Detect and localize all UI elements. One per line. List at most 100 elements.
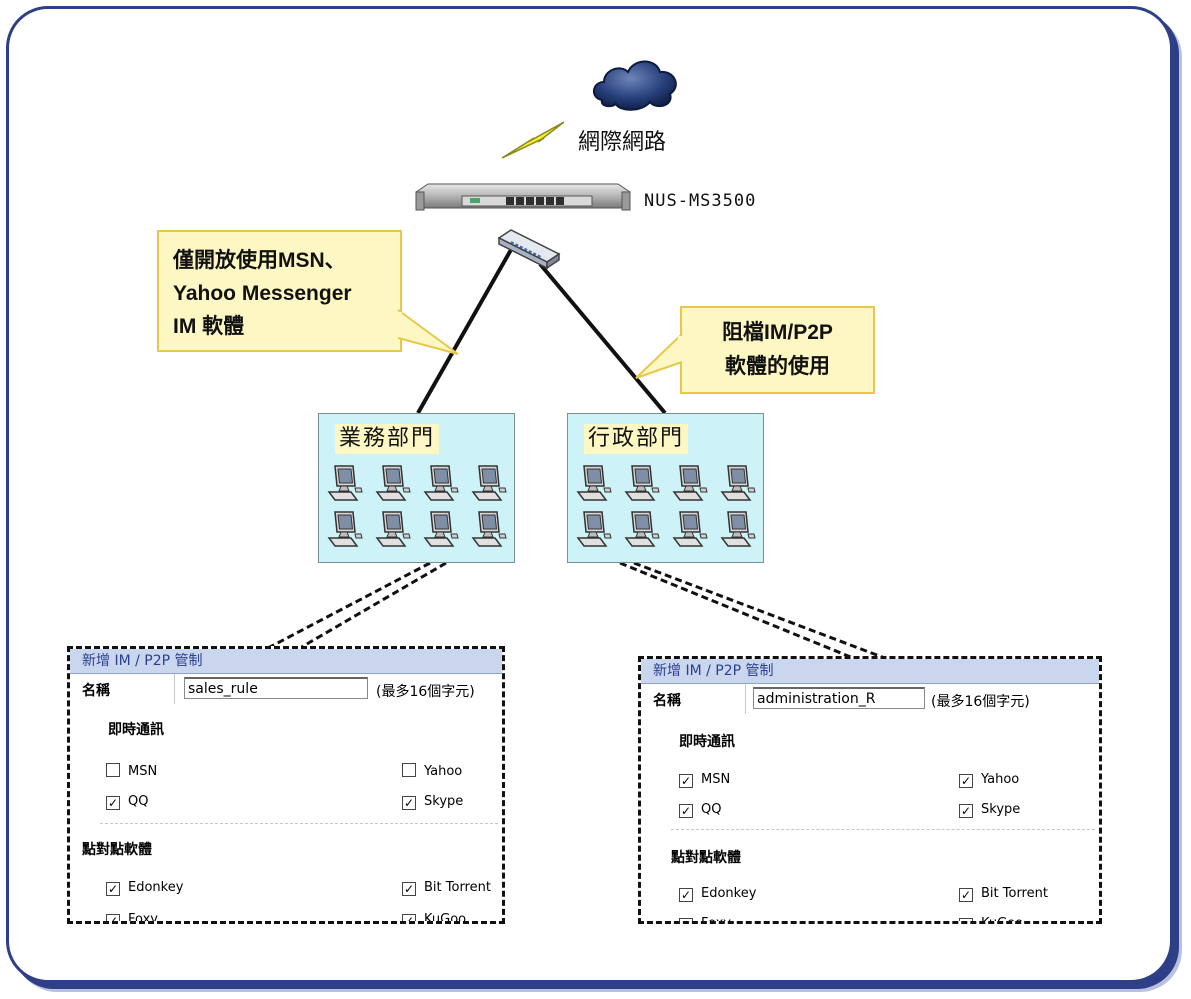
computer-icon <box>327 510 365 550</box>
computer-icon <box>375 510 413 550</box>
computer-icon <box>720 510 758 550</box>
name-hint: (最多16個字元) <box>931 694 1030 710</box>
computer-icon <box>327 464 365 504</box>
option-label: Yahoo <box>981 772 1020 787</box>
dept-admin-box: 行政部門 <box>567 413 764 563</box>
yahoo-checkbox[interactable] <box>402 763 416 777</box>
dept-sales-title: 業務部門 <box>335 424 440 454</box>
im-section-title: 即時通訊 <box>108 722 164 738</box>
option-label: Bit Torrent <box>981 886 1048 901</box>
foxy-checkbox[interactable]: ✓ <box>679 918 693 921</box>
callout-block-p2p: 阻檔IM/P2P 軟體的使用 <box>680 306 875 394</box>
dashed-link-admin-2 <box>633 561 891 662</box>
option-label: KuGoo <box>424 912 467 924</box>
option-msn[interactable]: MSN <box>106 763 157 781</box>
yahoo-checkbox[interactable]: ✓ <box>959 774 973 788</box>
option-label: Skype <box>981 802 1021 817</box>
option-label: QQ <box>701 802 722 817</box>
edonkey-checkbox[interactable]: ✓ <box>106 882 120 896</box>
computer-icon <box>624 464 662 504</box>
callout-left-tail <box>396 309 459 355</box>
option-skype[interactable]: ✓ Skype <box>959 801 1020 819</box>
foxy-checkbox[interactable]: ✓ <box>106 914 120 921</box>
p2p-section-title: 點對點軟體 <box>82 842 152 858</box>
option-bittorrent[interactable]: ✓Bit Torrent <box>402 879 491 897</box>
option-bittorrent[interactable]: ✓ Bit Torrent <box>959 885 1048 903</box>
computer-icon <box>471 464 509 504</box>
cloud-icon <box>593 60 677 111</box>
device-label: NUS-MS3500 <box>644 191 757 211</box>
panel-header: 新增 IM / P2P 管制 <box>641 659 1099 684</box>
panel-header: 新增 IM / P2P 管制 <box>70 649 502 674</box>
callout-left-line-2: Yahoo Messenger <box>173 282 352 305</box>
computer-icon <box>375 464 413 504</box>
wire-to-sales <box>416 247 514 414</box>
wire-to-admin <box>538 262 667 415</box>
callout-allow-im: 僅開放使用MSN、 Yahoo Messenger IM 軟體 <box>157 230 402 352</box>
firewall-device-icon <box>415 183 631 211</box>
policy-panel-sales: 新增 IM / P2P 管制 名稱 (最多16個字元) 即時通訊 MSN Yah… <box>67 646 505 924</box>
name-label: 名稱 <box>653 693 681 709</box>
option-label: Edonkey <box>701 886 757 901</box>
computer-icon <box>471 510 509 550</box>
dashed-link-admin <box>619 561 859 662</box>
section-divider <box>671 829 1095 830</box>
option-foxy[interactable]: ✓Foxy <box>106 911 158 921</box>
option-label: MSN <box>128 764 158 779</box>
option-yahoo[interactable]: Yahoo <box>402 763 462 781</box>
option-kugoo[interactable]: ✓ KuGoo <box>959 915 1024 924</box>
skype-checkbox[interactable]: ✓ <box>402 796 416 810</box>
computer-icon <box>672 510 710 550</box>
option-yahoo[interactable]: ✓ Yahoo <box>959 771 1019 789</box>
bittorrent-checkbox[interactable]: ✓ <box>402 882 416 896</box>
option-edonkey[interactable]: ✓ Edonkey <box>679 885 756 903</box>
option-msn[interactable]: ✓ MSN <box>679 771 730 789</box>
callout-right-line-2: 軟體的使用 <box>725 355 830 378</box>
option-kugoo[interactable]: ✓ KuGoo <box>402 911 467 924</box>
callout-left-line-3: IM 軟體 <box>173 315 245 338</box>
msn-checkbox[interactable] <box>106 763 120 777</box>
kugoo-checkbox[interactable]: ✓ <box>402 914 416 921</box>
internet-label: 網際網路 <box>578 130 667 155</box>
option-qq[interactable]: ✓ QQ <box>106 793 148 811</box>
computer-icon <box>624 510 662 550</box>
dashed-link-sales-2 <box>299 561 447 650</box>
msn-checkbox[interactable]: ✓ <box>679 774 693 788</box>
option-label: QQ <box>128 794 149 809</box>
rule-name-input[interactable] <box>184 677 368 699</box>
switch-icon <box>497 229 561 270</box>
name-separator <box>174 674 175 704</box>
computer-icon <box>720 464 758 504</box>
rule-name-input[interactable] <box>753 687 925 709</box>
computer-icon <box>423 510 461 550</box>
edonkey-checkbox[interactable]: ✓ <box>679 888 693 902</box>
option-label: MSN <box>701 772 731 787</box>
im-section-title: 即時通訊 <box>679 734 735 750</box>
option-skype[interactable]: ✓ Skype <box>402 793 463 811</box>
callout-right-line-1: 阻檔IM/P2P <box>722 321 833 344</box>
option-qq[interactable]: ✓ QQ <box>679 801 721 819</box>
policy-panel-admin: 新增 IM / P2P 管制 名稱 (最多16個字元) 即時通訊 ✓ MSN ✓ Y… <box>638 656 1102 924</box>
computer-icon <box>576 510 614 550</box>
option-label: Skype <box>424 794 464 809</box>
name-separator <box>745 684 746 714</box>
skype-checkbox[interactable]: ✓ <box>959 804 973 818</box>
qq-checkbox[interactable]: ✓ <box>106 796 120 810</box>
callout-right-tail <box>635 333 684 379</box>
lightning-icon <box>501 121 565 159</box>
callout-left-line-1: 僅開放使用MSN、 <box>173 249 346 272</box>
option-edonkey[interactable]: ✓Edonkey <box>106 879 183 897</box>
qq-checkbox[interactable]: ✓ <box>679 804 693 818</box>
name-label: 名稱 <box>82 683 110 699</box>
option-foxy[interactable]: ✓Foxy <box>679 915 731 921</box>
dept-admin-title: 行政部門 <box>584 424 689 454</box>
computer-icon <box>576 464 614 504</box>
name-row: 名稱 (最多16個字元) <box>641 684 1099 714</box>
bittorrent-checkbox[interactable]: ✓ <box>959 888 973 902</box>
p2p-section-title: 點對點軟體 <box>671 850 741 866</box>
computer-icon <box>423 464 461 504</box>
kugoo-checkbox[interactable]: ✓ <box>959 918 973 921</box>
option-label: Yahoo <box>424 764 463 779</box>
option-label: KuGoo <box>981 916 1024 924</box>
